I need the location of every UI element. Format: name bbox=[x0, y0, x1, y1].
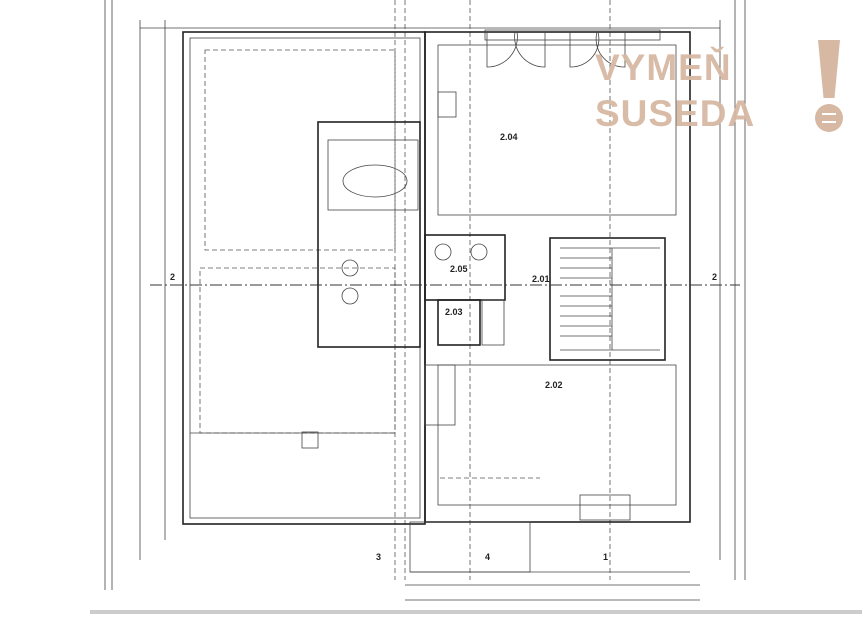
section-mark-bottom-right: 1 bbox=[603, 552, 608, 562]
section-mark-bottom-mid: 4 bbox=[485, 552, 490, 562]
room-label-2-02: 2.02 bbox=[545, 380, 563, 390]
stairs bbox=[560, 247, 660, 351]
section-mark-right: 2 bbox=[712, 272, 717, 282]
logo-badge-icon bbox=[815, 104, 843, 132]
watermark-line1: VYMEŇ bbox=[595, 47, 732, 88]
room-label-2-01: 2.01 bbox=[532, 274, 550, 284]
exclamation-icon bbox=[818, 40, 840, 98]
room-label-2-03: 2.03 bbox=[445, 307, 463, 317]
watermark-line2: SUSEDA bbox=[595, 93, 756, 134]
room-label-2-04: 2.04 bbox=[500, 132, 518, 142]
house-walls bbox=[317, 29, 691, 573]
section-mark-bottom-left: 3 bbox=[376, 552, 381, 562]
room-label-2-05: 2.05 bbox=[450, 264, 468, 274]
section-mark-left: 2 bbox=[170, 272, 175, 282]
